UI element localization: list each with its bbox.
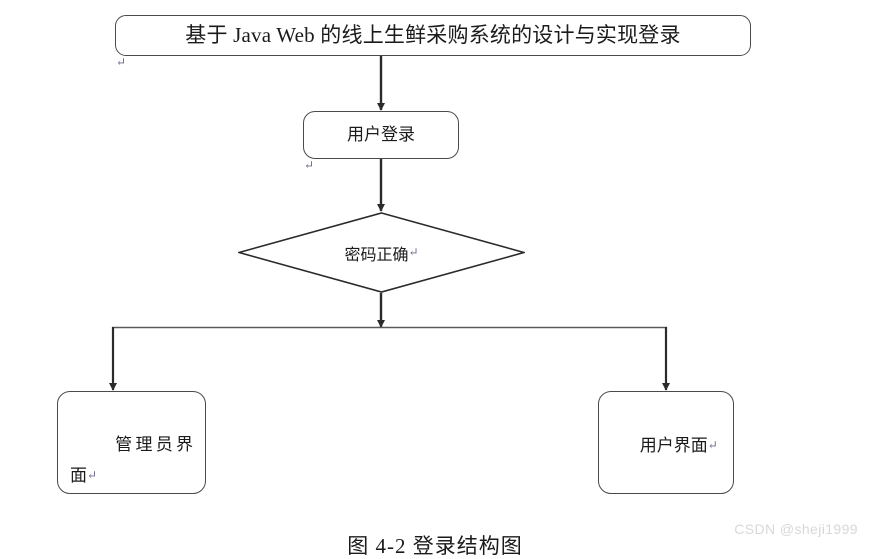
node-title-label: 基于 Java Web 的线上生鲜采购系统的设计与实现登录 [185,23,681,47]
node-password-correct-decision: 密码正确↵ [238,212,525,293]
node-admin-text-wrap: 管理员界面↵ [58,392,205,551]
diamond-shape-icon [238,212,525,293]
return-mark-icon: ↵ [87,468,98,482]
node-decision-text-wrap: 密码正确↵ [238,212,525,293]
node-title-system-login: 基于 Java Web 的线上生鲜采购系统的设计与实现登录 ↵ [115,15,751,69]
node-user-login: 用户登录 ↵ [303,111,459,172]
csdn-watermark: CSDN @sheji1999 [734,521,858,537]
node-user-interface-label: 用户界面 [639,436,708,455]
return-mark-icon: ↵ [304,158,315,172]
return-mark-icon: ↵ [408,245,419,259]
node-admin-interface: 管理员界面↵ [57,391,206,494]
node-user-interface: 用户界面↵ [598,391,734,494]
node-decision-label: 密码正确 [344,246,409,264]
return-mark-icon: ↵ [707,438,718,452]
node-admin-line2-wrap: 面↵ [70,460,193,491]
node-user-login-label: 用户登录 [347,125,415,144]
node-user-text-wrap: 用户界面↵ [599,392,733,491]
node-admin-label-line2: 面 [70,466,87,485]
node-admin-label-line1: 管理员界 [115,435,194,454]
return-mark-icon: ↵ [116,55,127,69]
